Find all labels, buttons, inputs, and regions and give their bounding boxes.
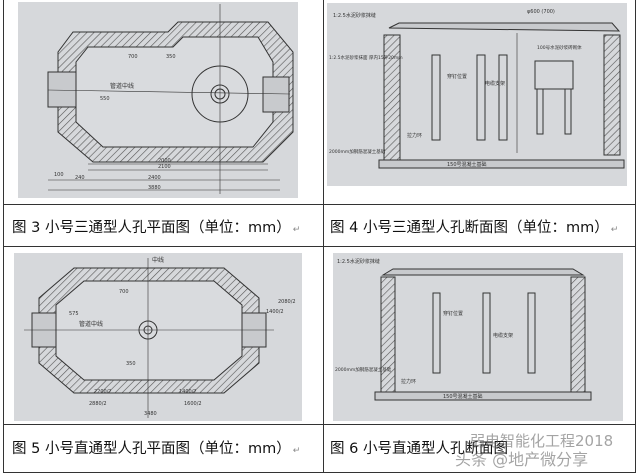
brick-label: 100号水泥砂浆砖砌体 (537, 44, 582, 51)
pipe-centerline-label: 管道中线 (79, 320, 103, 328)
dimension-label: 1600/2 (184, 401, 202, 407)
figure-3-drawing: 管道中线 700 350 550 2000 2100 2400 3880 240… (18, 2, 298, 198)
row-divider (4, 204, 635, 205)
pull-ring-label: 拉力环 (407, 132, 422, 139)
figure-4-caption: 图 4 小号三通型人孔断面图（单位：mm）↵ (330, 220, 619, 236)
figure-6-drawing: 1:2.5水泥砂浆抹缝 穿钉位置 电缆支架 拉力环 150号混凝土基础 2000… (333, 253, 623, 421)
dimension-label: 100 (54, 172, 64, 178)
dimension-label: 575 (69, 311, 79, 317)
cover-dimension-label: φ600 (700) (527, 9, 555, 15)
centerline-label: 中线 (152, 256, 164, 264)
bolt-position-label: 穿钉位置 (443, 310, 463, 317)
mortar-surface-label: 1:2.5水泥砂浆抹面 厚内15外20mm (329, 54, 403, 61)
base-label: 150号混凝土基础 (447, 161, 487, 168)
dimension-label: 550 (100, 96, 110, 102)
watermark-line2: 头条 @地产微分享 (455, 450, 589, 469)
dimension-label: 2400 (148, 175, 161, 181)
mortar-label: 1:2.5水泥砂浆抹缝 (333, 12, 376, 19)
dimension-label: 700 (119, 289, 129, 295)
dimension-label: 350 (126, 361, 136, 367)
bolt-position-label: 穿钉位置 (447, 73, 467, 80)
dimension-label: 350 (166, 54, 176, 60)
figure-5-caption: 图 5 小号直通型人孔平面图（单位：mm）↵ (12, 441, 301, 457)
dimension-label: 1400/2 (266, 309, 284, 315)
dimension-label: 2000 (158, 158, 171, 164)
dimension-label: 3480 (144, 411, 157, 417)
dimension-label: 2880/2 (89, 401, 107, 407)
rebar-label: 2000mm加钢筋混凝土基础 (329, 148, 386, 155)
figure-6-caption: 图 6 小号直通型人孔断面图 (330, 441, 508, 457)
dimension-label: 2100 (158, 164, 171, 170)
cable-bracket-label: 电缆支架 (485, 80, 505, 87)
watermark-line1: 弱电智能化工程2018 (470, 432, 614, 450)
base-label: 150号混凝土基础 (443, 393, 483, 400)
rebar-label: 2000mm加钢筋混凝土基础 (335, 366, 392, 373)
figure-3-caption: 图 3 小号三通型人孔平面图（单位：mm）↵ (12, 220, 301, 236)
pull-ring-label: 拉力环 (401, 378, 416, 385)
dimension-label: 240 (75, 175, 85, 181)
dimension-label: 2200/2 (94, 389, 112, 395)
mortar-label: 1:2.5水泥砂浆抹缝 (337, 258, 380, 265)
dimension-label: 2080/2 (278, 299, 296, 305)
row-divider (4, 424, 635, 425)
dimension-label: 3880 (148, 185, 161, 191)
figure-table (3, 0, 636, 473)
dimension-label: 1400/2 (179, 389, 197, 395)
pipe-centerline-label: 管道中线 (110, 82, 134, 90)
figure-4-drawing: 1:2.5水泥砂浆抹缝 1:2.5水泥砂浆抹面 厚内15外20mm 穿钉位置 电… (327, 3, 627, 186)
figure-5-drawing: 中线 管道中线 700 350 575 2200/2 1400/2 2880/2… (14, 253, 302, 421)
cable-bracket-label: 电缆支架 (493, 332, 513, 339)
row-divider (4, 246, 635, 247)
column-divider (323, 0, 324, 472)
dimension-label: 700 (128, 54, 138, 60)
